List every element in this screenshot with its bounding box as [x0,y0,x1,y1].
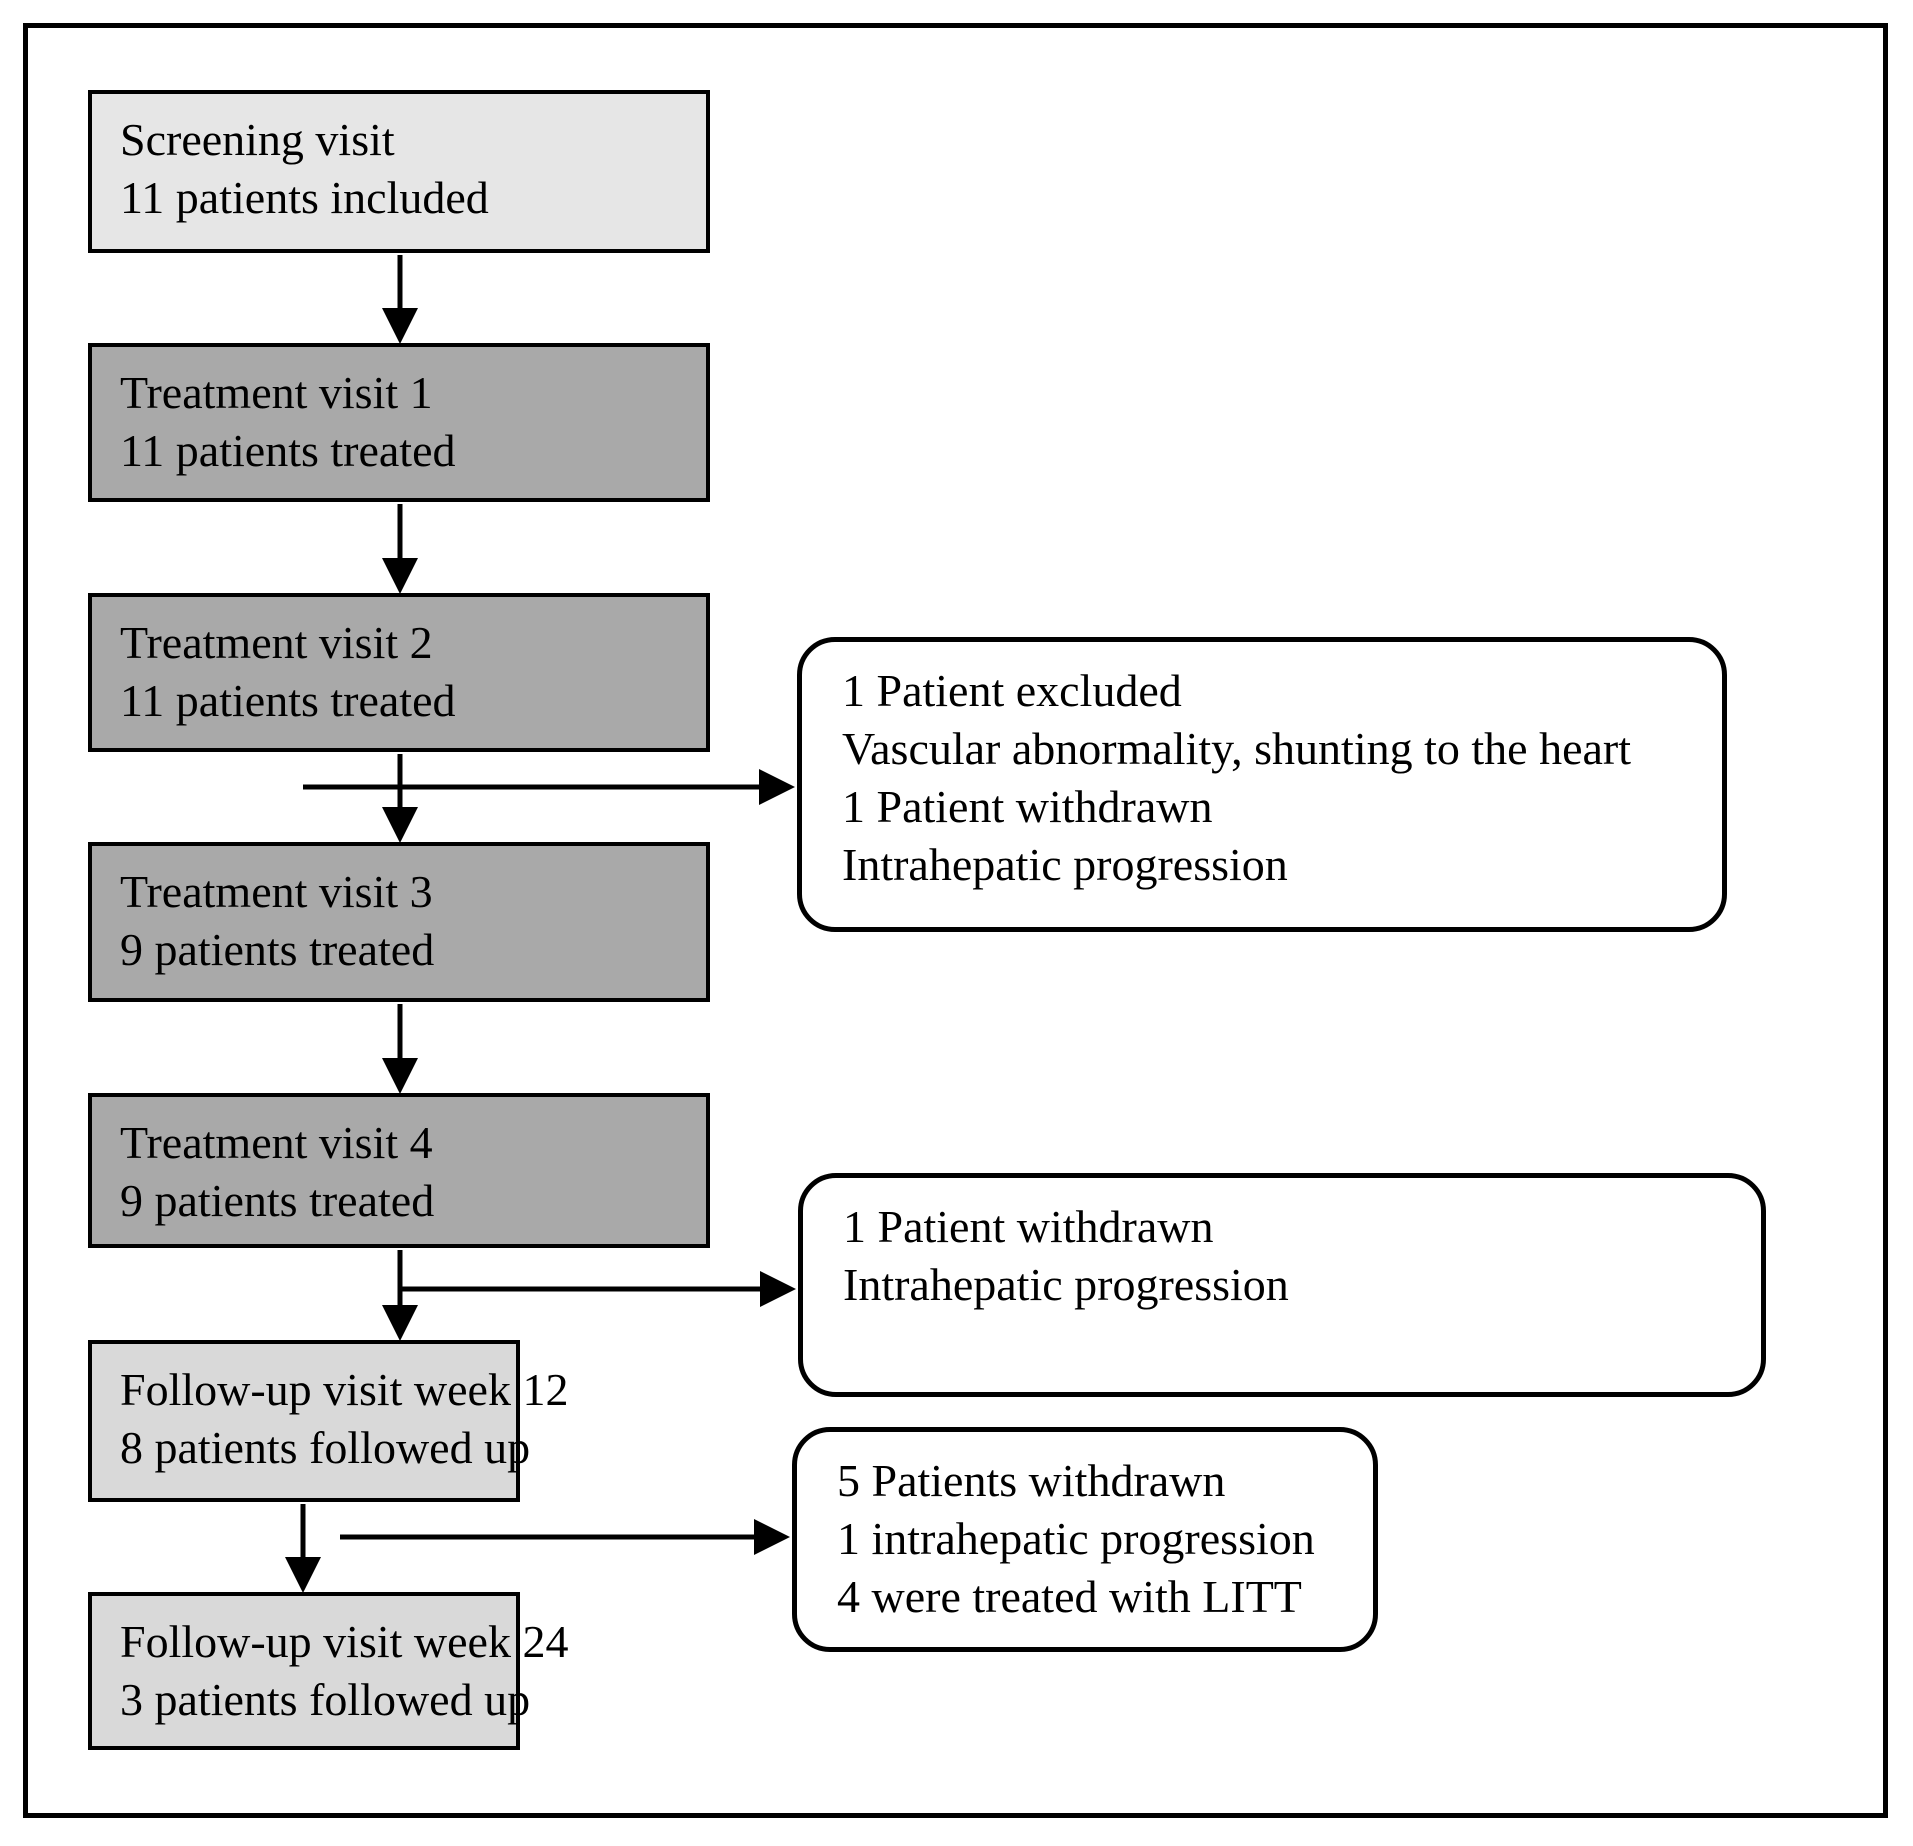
arrow-screening-to-treatment1 [382,255,418,344]
sidebox1-line4: Intrahepatic progression [842,839,1288,890]
sidebox1-line2: Vascular abnormality, shunting to the he… [842,723,1632,774]
treatment2-count: 11 patients treated [120,675,456,726]
arrow-treatment2-to-treatment3 [382,754,418,843]
treatment1-count: 11 patients treated [120,425,456,476]
followup24-count: 3 patients followed up [120,1674,531,1725]
branch-arrow-to-sidebox-2 [400,1271,796,1307]
treatment3-title: Treatment visit 3 [120,866,433,917]
branch-arrow-to-sidebox-3 [340,1519,790,1555]
side-box-week12-withdrawals: 5 Patients withdrawn 1 intrahepatic prog… [792,1427,1378,1652]
treatment1-title: Treatment visit 1 [120,367,433,418]
sidebox3-line3: 4 were treated with LITT [837,1571,1302,1622]
sidebox3-line2: 1 intrahepatic progression [837,1513,1315,1564]
followup12-title: Follow-up visit week 12 [120,1364,569,1415]
side-box-visit4-withdrawal: 1 Patient withdrawn Intrahepatic progres… [798,1173,1766,1397]
arrow-treatment3-to-treatment4 [382,1004,418,1094]
sidebox1-line1: 1 Patient excluded [842,665,1182,716]
treatment2-title: Treatment visit 2 [120,617,433,668]
followup24-title: Follow-up visit week 24 [120,1616,569,1667]
treatment4-count: 9 patients treated [120,1175,435,1226]
arrow-treatment4-to-followup12 [382,1250,418,1341]
sidebox2-line2: Intrahepatic progression [843,1259,1289,1310]
screening-title: Screening visit [120,114,395,165]
arrow-followup12-to-followup24 [285,1504,321,1593]
diagram-border [23,23,1888,1818]
sidebox1-line3: 1 Patient withdrawn [842,781,1213,832]
followup12-count: 8 patients followed up [120,1422,531,1473]
flow-box-screening: Screening visit 11 patients included [88,90,710,253]
flow-box-treatment-3: Treatment visit 3 9 patients treated [88,842,710,1002]
flow-box-followup-week12: Follow-up visit week 12 8 patients follo… [88,1340,569,1502]
flow-box-followup-week24: Follow-up visit week 24 3 patients follo… [88,1592,569,1750]
flow-box-treatment-2: Treatment visit 2 11 patients treated [88,593,710,752]
flow-box-treatment-1: Treatment visit 1 11 patients treated [88,343,710,502]
treatment4-title: Treatment visit 4 [120,1117,433,1168]
flow-box-treatment-4: Treatment visit 4 9 patients treated [88,1093,710,1248]
screening-count: 11 patients included [120,172,489,223]
branch-arrow-to-sidebox-1 [303,769,795,805]
treatment3-count: 9 patients treated [120,924,435,975]
sidebox2-line1: 1 Patient withdrawn [843,1201,1214,1252]
sidebox3-line1: 5 Patients withdrawn [837,1455,1226,1506]
arrow-treatment1-to-treatment2 [382,504,418,594]
side-box-visit2-exclusions: 1 Patient excluded Vascular abnormality,… [797,637,1727,932]
